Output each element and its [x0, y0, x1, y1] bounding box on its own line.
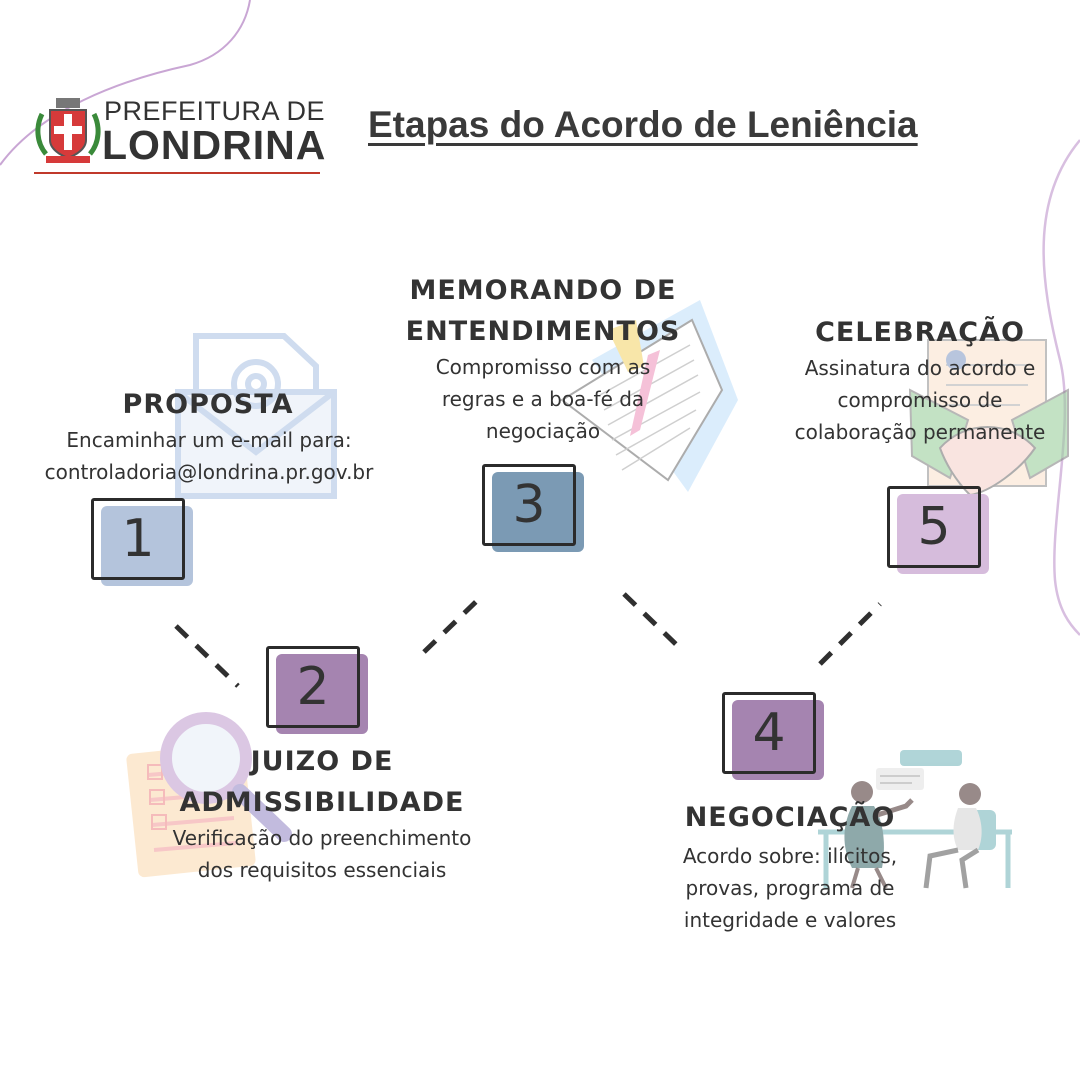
connector-1-2 [174, 624, 240, 688]
number-box-frame [266, 646, 360, 728]
step-2-title: JUIZO DE ADMISSIBILIDADE [172, 741, 472, 823]
step-2-desc-line: dos requisitos essenciais [197, 858, 447, 882]
step-5-title: CELEBRAÇÃO [815, 317, 1025, 348]
step-3-title-line: ENTENDIMENTOS [405, 316, 681, 347]
coat-of-arms-icon [35, 98, 101, 163]
step-5-desc-line: colaboração permanente [794, 420, 1046, 444]
step-3-title-line: MEMORANDO DE [409, 275, 677, 306]
step-5-number-box: 5 [887, 486, 989, 574]
logo-underline [34, 172, 320, 174]
connector-3-4 [622, 592, 686, 654]
number-box-fill [732, 700, 824, 780]
connector-2-3 [422, 592, 486, 654]
step-2-description: Verificação do preenchimento dos requisi… [142, 822, 502, 886]
step-2-number: 2 [296, 657, 330, 717]
number-box-fill [492, 472, 584, 552]
step-2-number-box: 2 [266, 646, 368, 734]
magnifier-document-icon [126, 712, 292, 878]
open-book-icon [560, 300, 738, 492]
step-5-desc-line: compromisso de [837, 388, 1003, 412]
step-1-desc-line: Encaminhar um e-mail para: [66, 428, 352, 452]
handshake-contract-icon [908, 339, 1069, 497]
prefeitura-logo: PREFEITURA DE LONDRINA [34, 92, 327, 176]
step-4-number-box: 4 [722, 692, 824, 780]
step-2-title-line: ADMISSIBILIDADE [179, 787, 465, 818]
number-box-frame [482, 464, 576, 546]
step-1-description: Encaminhar um e-mail para: controladoria… [0, 424, 418, 488]
step-2-desc-line: Verificação do preenchimento [172, 826, 472, 850]
step-3-desc-line: regras e a boa-fé da [441, 387, 645, 411]
step-1-number: 1 [121, 509, 155, 569]
step-4-description: Acordo sobre: ilícitos, provas, programa… [652, 840, 928, 936]
number-box-frame [887, 486, 981, 568]
step-5-desc-line: Assinatura do acordo e [804, 356, 1036, 380]
step-4-desc-line: provas, programa de [685, 876, 895, 900]
step-5-description: Assinatura do acordo e compromisso de co… [766, 352, 1074, 448]
step-1-title: PROPOSTA [122, 389, 294, 420]
step-1-desc-line: controladoria@londrina.pr.gov.br [44, 460, 374, 484]
step-1-number-box: 1 [91, 498, 193, 586]
step-4-desc-line: Acordo sobre: ilícitos, [682, 844, 898, 868]
connector-4-5 [818, 602, 882, 666]
number-box-frame [91, 498, 185, 580]
step-3-desc-line: negociação [485, 419, 601, 443]
number-box-fill [897, 494, 989, 574]
step-5-number: 5 [917, 497, 951, 557]
step-4-desc-line: integridade e valores [683, 908, 897, 932]
step-2-title-line: JUIZO DE [250, 746, 394, 777]
envelope-at-icon [175, 333, 337, 499]
step-3-number-box: 3 [482, 464, 584, 552]
logo-text-prefeitura: PREFEITURA DE [104, 96, 326, 126]
meeting-people-icon [818, 750, 1012, 889]
page-title: Etapas do Acordo de Leniência [368, 104, 918, 145]
number-box-fill [101, 506, 193, 586]
dashed-connectors [174, 592, 882, 688]
step-3-number: 3 [512, 475, 546, 535]
number-box-frame [722, 692, 816, 774]
step-3-desc-line: Compromisso com as [435, 355, 651, 379]
logo-text-londrina: LONDRINA [102, 122, 327, 168]
step-3-title: MEMORANDO DE ENTENDIMENTOS [392, 270, 694, 352]
step-4-number: 4 [752, 703, 786, 763]
step-3-description: Compromisso com as regras e a boa-fé da … [400, 351, 686, 447]
step-4-title: NEGOCIAÇÃO [684, 802, 896, 833]
number-box-fill [276, 654, 368, 734]
